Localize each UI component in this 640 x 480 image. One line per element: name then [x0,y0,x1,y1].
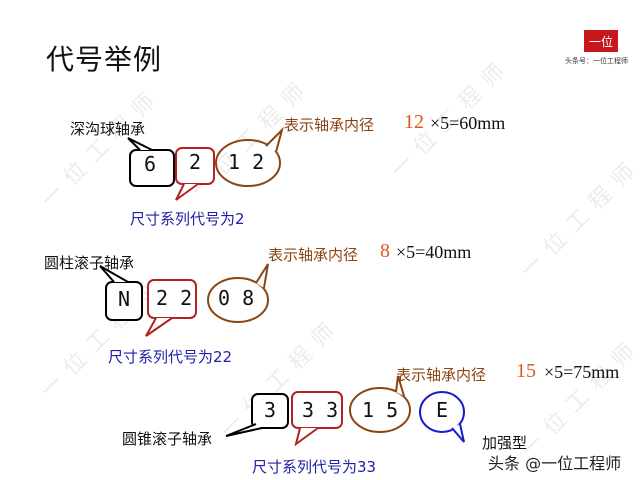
type-code-box [251,393,289,429]
series-code-pointer [175,183,199,201]
bore-code: 1 2 [228,150,265,174]
bore-code: 0 8 [218,286,255,310]
type-code: 3 [264,398,277,422]
bore-formula: ×5=40mm [396,242,472,262]
bore-code-pointer [395,375,405,397]
bore-code-ellipse [349,387,411,433]
bearing-type-label: 圆柱滚子轴承 [44,254,135,272]
bore-label: 表示轴承内径 [284,116,375,134]
series-label: 尺寸系列代号为2 [130,210,245,228]
footer-credit: 头条 @一位工程师 [488,454,622,473]
series-label: 尺寸系列代号为33 [252,458,377,476]
series-code: 2 [189,150,202,174]
suffix-label: 加强型 [482,434,528,452]
series-code: 3 3 [302,398,339,422]
series-code-pointer [145,317,173,337]
slide-title: 代号举例 [46,43,163,76]
brand-logo: 一位 [584,30,618,52]
series-code: 2 2 [156,286,193,310]
type-code: 6 [144,152,157,176]
suffix-code-ellipse [419,391,465,433]
type-code-pointer [127,137,153,151]
series-code-pointer [294,427,319,447]
bore-code-ellipse [207,277,269,323]
bore-label: 表示轴承内径 [268,246,359,264]
bore-code-pointer [255,263,269,289]
series-label: 尺寸系列代号为22 [108,348,233,366]
bore-formula: ×5=75mm [544,362,620,382]
bearing-type-label: 圆锥滚子轴承 [122,430,213,448]
type-code-pointer [99,265,129,283]
type-code: N [118,287,131,311]
bore-code-pointer [265,126,284,153]
suffix-code: E [436,398,449,422]
bore-formula: ×5=60mm [430,113,506,133]
type-code-box [129,149,175,187]
bore-number: 12 [404,111,424,133]
bearing-type-label: 深沟球轴承 [70,120,146,138]
bore-code: 1 5 [362,398,399,422]
type-code-box [105,281,143,321]
bore-number: 15 [516,360,536,382]
bore-number: 8 [380,240,390,262]
type-code-pointer [225,423,263,437]
brand-subtitle: 头条号：一位工程师 [565,57,628,65]
series-code-box [291,391,343,429]
bore-label: 表示轴承内径 [396,366,487,384]
series-code-box [175,147,215,185]
bore-code-ellipse [215,139,281,187]
suffix-code-pointer [451,423,465,443]
series-code-box [147,279,197,319]
